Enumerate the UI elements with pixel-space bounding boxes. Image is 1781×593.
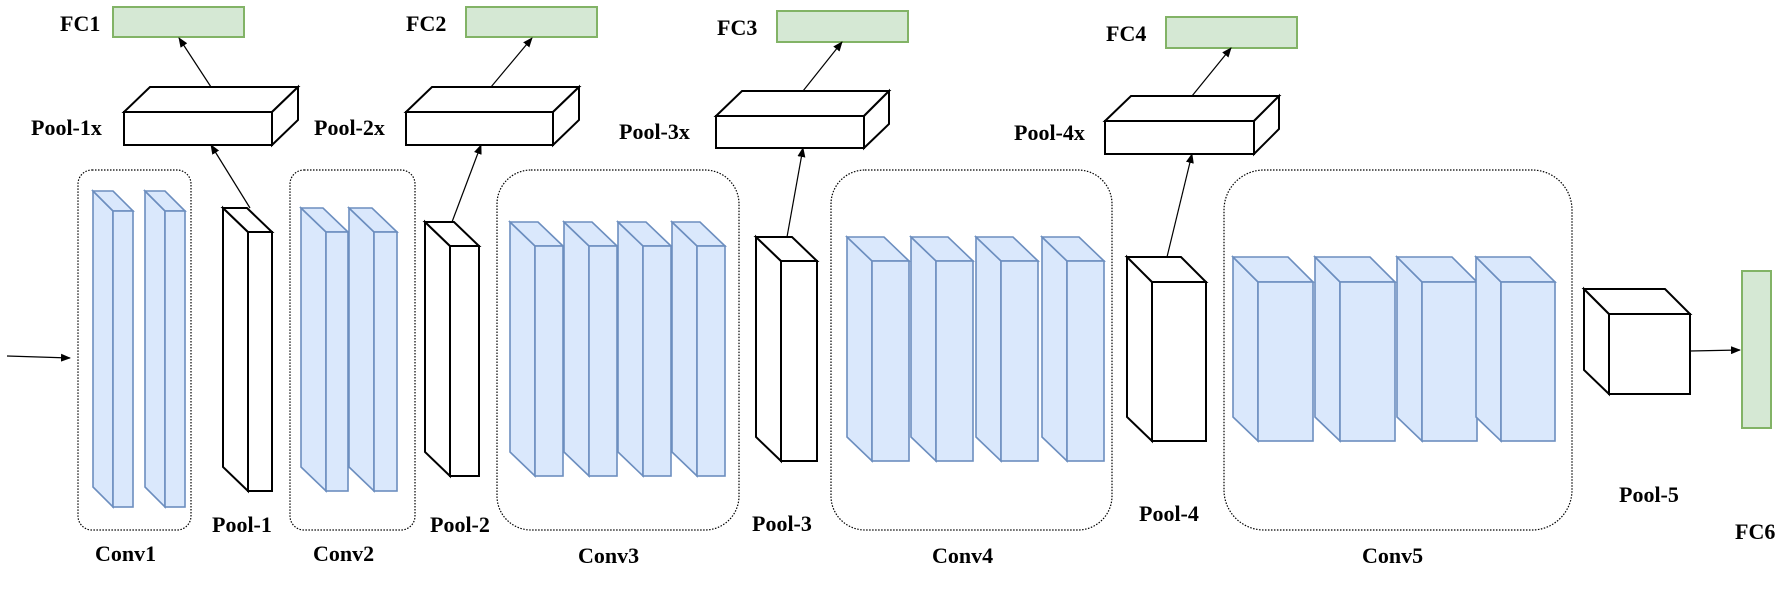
conv5-block-3 xyxy=(1395,255,1479,443)
conv1-block-2 xyxy=(143,189,187,509)
conv5-block-4 xyxy=(1474,255,1557,443)
conv3-block-4 xyxy=(670,220,727,478)
pool2-box xyxy=(422,219,482,479)
fc1-box xyxy=(112,6,245,38)
pool5-to-fc6-arrow xyxy=(1689,346,1741,355)
conv2-group xyxy=(289,169,416,531)
pool1x-to-fc1-arrow xyxy=(178,37,212,88)
pool4-to-pool4x-arrow xyxy=(1166,153,1194,258)
pool3-box xyxy=(753,234,820,464)
pool4x-to-fc4-arrow xyxy=(1191,47,1232,97)
conv5-block-2 xyxy=(1313,255,1397,443)
conv5-block-1 xyxy=(1231,255,1315,443)
pool1x-box xyxy=(121,84,301,148)
pool2x-to-fc2-arrow xyxy=(490,37,533,88)
label-fc4: FC4 xyxy=(1106,21,1146,46)
label-fc6: FC6 xyxy=(1735,519,1775,544)
conv4-block-3 xyxy=(974,235,1040,463)
label-pool4x: Pool-4x xyxy=(1014,120,1085,145)
label-pool1: Pool-1 xyxy=(212,512,272,537)
conv4-block-2 xyxy=(909,235,975,463)
conv3-block-2 xyxy=(562,220,619,478)
label-pool2x: Pool-2x xyxy=(314,115,385,140)
label-pool2: Pool-2 xyxy=(430,512,490,537)
label-conv4: Conv4 xyxy=(932,543,993,568)
conv3-group xyxy=(496,169,740,531)
pool5-box xyxy=(1581,286,1693,397)
label-pool3: Pool-3 xyxy=(752,511,812,536)
pool3-to-pool3x-arrow xyxy=(786,147,806,238)
conv3-block-1 xyxy=(508,220,565,478)
conv1-group xyxy=(77,169,192,531)
conv1-block-1 xyxy=(91,189,135,509)
label-pool1x: Pool-1x xyxy=(31,115,102,140)
conv4-block-1 xyxy=(845,235,911,463)
pool3x-to-fc3-arrow xyxy=(802,41,843,92)
fc3-box xyxy=(776,10,909,43)
conv2-block-2 xyxy=(347,206,399,493)
label-pool5: Pool-5 xyxy=(1619,482,1679,507)
pool1-box xyxy=(220,205,275,494)
conv3-block-3 xyxy=(616,220,673,478)
input-arrow xyxy=(6,353,71,362)
label-conv5: Conv5 xyxy=(1362,543,1423,568)
label-fc3: FC3 xyxy=(717,15,757,40)
fc2-box xyxy=(465,6,598,38)
conv2-block-1 xyxy=(299,206,350,493)
pool2x-box xyxy=(403,84,582,148)
pool2-to-pool2x-arrow xyxy=(451,144,482,223)
fc6-box xyxy=(1741,270,1772,429)
label-fc1: FC1 xyxy=(60,11,100,36)
label-conv3: Conv3 xyxy=(578,543,639,568)
conv4-block-4 xyxy=(1040,235,1106,463)
pool4-box xyxy=(1124,254,1209,444)
pool3x-box xyxy=(713,88,892,151)
pool4x-box xyxy=(1102,93,1282,157)
label-pool4: Pool-4 xyxy=(1139,501,1199,526)
conv4-group xyxy=(830,169,1113,531)
pool1-to-pool1x-arrow xyxy=(210,144,251,209)
label-conv1: Conv1 xyxy=(95,541,156,566)
label-pool3x: Pool-3x xyxy=(619,119,690,144)
fc4-box xyxy=(1165,16,1298,49)
conv5-group xyxy=(1223,169,1573,531)
label-fc2: FC2 xyxy=(406,11,446,36)
label-conv2: Conv2 xyxy=(313,541,374,566)
